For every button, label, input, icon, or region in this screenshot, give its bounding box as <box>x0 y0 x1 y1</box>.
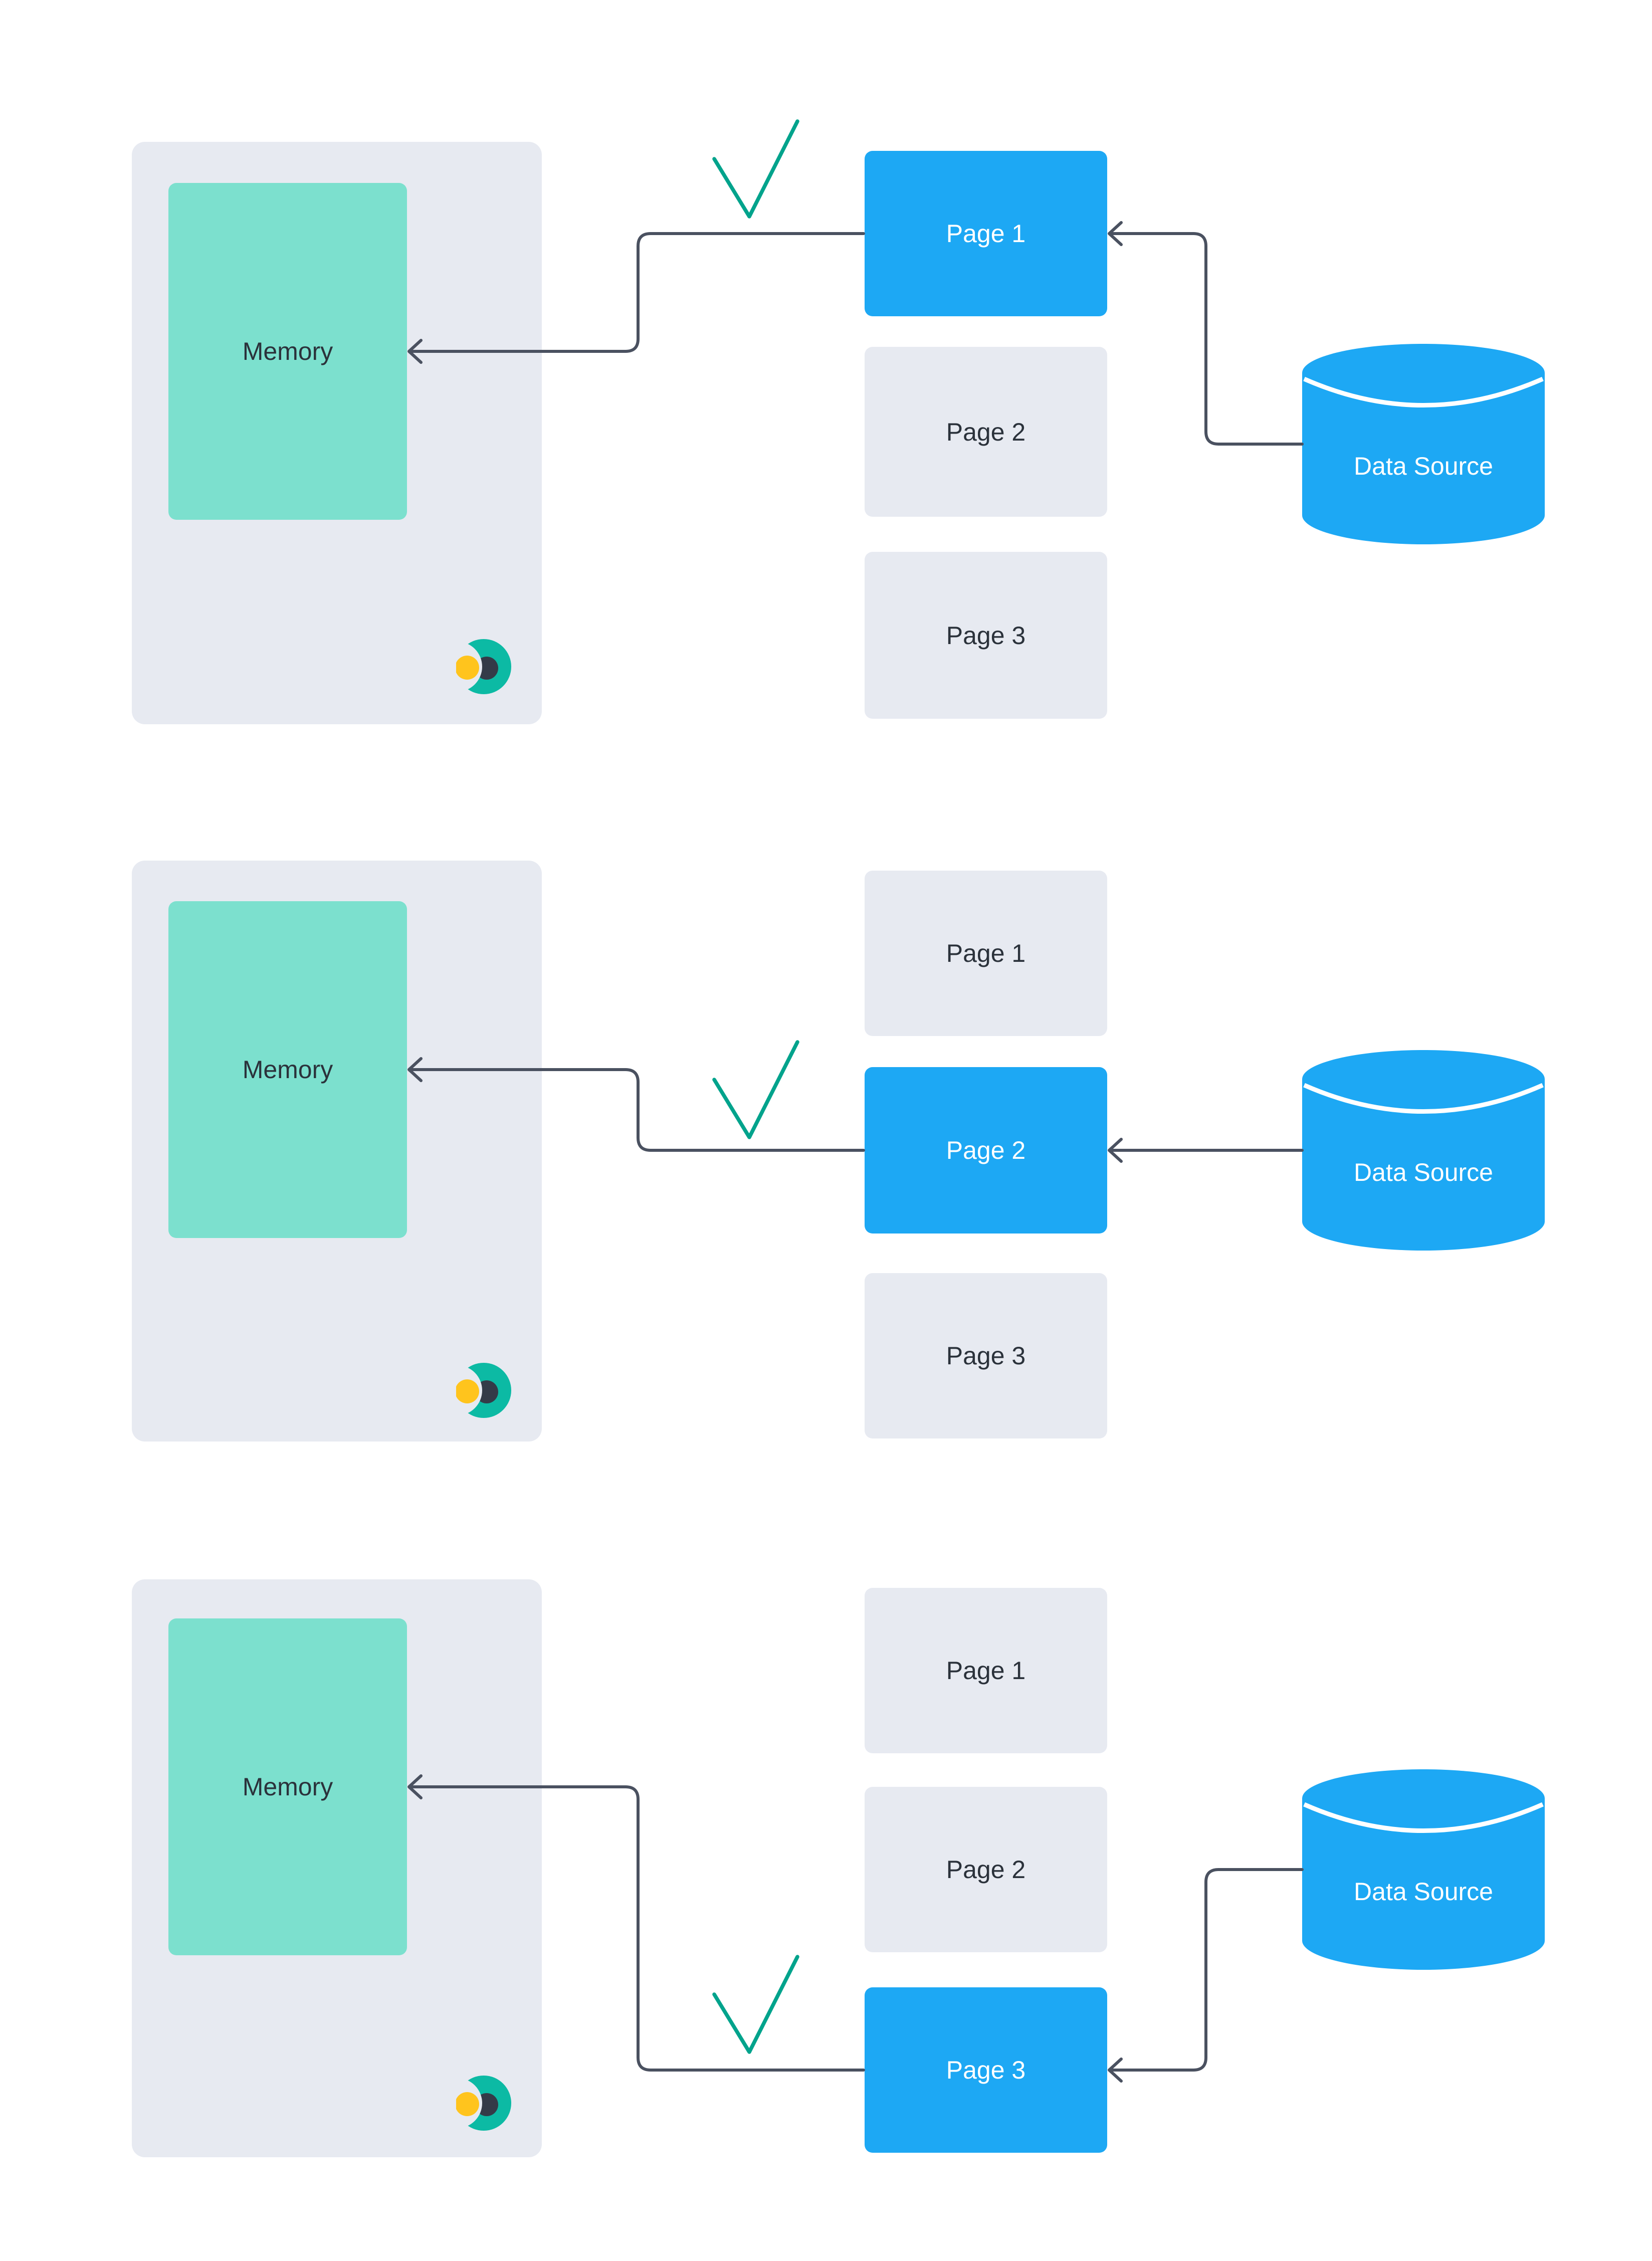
logo-icon <box>456 1363 511 1418</box>
page-2-step1: Page 2 <box>865 347 1107 517</box>
data-source-label: Data Source <box>1354 1878 1493 1906</box>
page-3-step1: Page 3 <box>865 552 1107 719</box>
arrowhead-into-page1-step1 <box>1108 221 1123 246</box>
page-label: Page 3 <box>946 2056 1026 2084</box>
data-source-step3: Data Source <box>1302 1769 1545 1970</box>
page-label: Page 3 <box>946 1342 1026 1370</box>
page-label: Page 3 <box>946 621 1026 650</box>
page-label: Page 1 <box>946 939 1026 967</box>
memory-box-step3: Memory <box>168 1618 407 1955</box>
page-label: Page 1 <box>946 220 1026 248</box>
page-2-step3: Page 2 <box>865 1787 1107 1952</box>
page-label: Page 2 <box>946 418 1026 446</box>
page-3-step2: Page 3 <box>865 1273 1107 1438</box>
memory-label: Memory <box>242 1056 333 1084</box>
page-1-step3: Page 1 <box>865 1588 1107 1753</box>
memory-box-step1: Memory <box>168 183 407 520</box>
database-cylinder-icon <box>1302 1050 1545 1251</box>
page-label: Page 1 <box>946 1657 1026 1685</box>
page-label: Page 2 <box>946 1856 1026 1884</box>
memory-label: Memory <box>242 337 333 365</box>
data-source-step2: Data Source <box>1302 1050 1545 1251</box>
page-label: Page 2 <box>946 1136 1026 1164</box>
page-1-step1: Page 1 <box>865 151 1107 316</box>
database-cylinder-icon <box>1302 1769 1545 1970</box>
checkmark-icon <box>712 1040 799 1139</box>
data-source-step1: Data Source <box>1302 344 1545 544</box>
arrowhead-into-page3-step3 <box>1108 2058 1123 2083</box>
page-2-step2: Page 2 <box>865 1067 1107 1234</box>
checkmark-icon <box>712 1955 799 2054</box>
database-cylinder-icon <box>1302 344 1545 544</box>
data-source-label: Data Source <box>1354 452 1493 480</box>
data-source-label: Data Source <box>1354 1158 1493 1186</box>
memory-box-step2: Memory <box>168 901 407 1238</box>
arrow-datasource-to-page3 <box>1111 1868 1304 2072</box>
logo-icon <box>456 639 511 694</box>
arrow-datasource-to-page1 <box>1111 232 1304 446</box>
arrowhead-into-page2-step2 <box>1108 1138 1123 1163</box>
page-3-step3: Page 3 <box>865 1987 1107 2153</box>
logo-icon <box>456 2076 511 2131</box>
page-1-step2: Page 1 <box>865 871 1107 1036</box>
checkmark-icon <box>712 119 799 219</box>
memory-label: Memory <box>242 1773 333 1801</box>
